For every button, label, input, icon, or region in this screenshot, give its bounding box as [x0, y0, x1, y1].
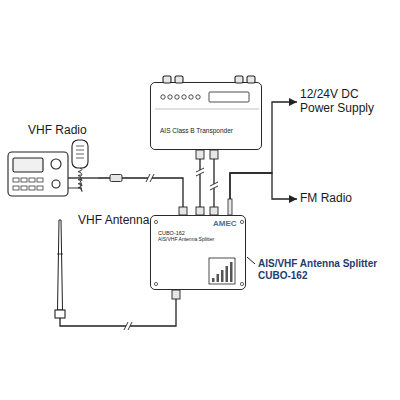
radio-button — [21, 186, 27, 190]
antenna-mount — [55, 310, 65, 318]
mounting-hole — [154, 220, 157, 223]
node-text: AMEC — [213, 219, 237, 228]
break-stroke — [210, 182, 218, 186]
fm-radio-target: FM Radio — [298, 190, 355, 208]
break-gap — [148, 174, 152, 182]
radio-button — [21, 178, 27, 182]
mounting-hole — [154, 282, 157, 285]
label-panel — [209, 258, 235, 284]
break-stroke — [196, 168, 204, 172]
vhf-radio: VHF Radio — [6, 124, 98, 206]
cable-break — [124, 322, 132, 330]
status-led — [189, 95, 193, 99]
power-supply-target: 12/24V DC Power Supply — [298, 86, 394, 118]
break-stroke — [210, 186, 218, 190]
radio-screen — [13, 158, 43, 172]
mounting-hole — [240, 282, 243, 285]
signal-bar — [212, 278, 215, 282]
node-text: VHF Antenna — [78, 214, 149, 228]
microphone-grill — [76, 150, 84, 151]
signal-bar — [230, 262, 233, 282]
radio-body — [8, 152, 68, 196]
antenna-lead — [59, 318, 60, 322]
radio-button — [37, 186, 43, 190]
top-connector — [247, 76, 255, 83]
break-stroke — [146, 174, 150, 182]
break-stroke — [150, 174, 154, 182]
break-stroke — [124, 322, 128, 330]
microphone-grill — [76, 158, 84, 159]
splitter-port — [179, 207, 187, 215]
signal-bar — [217, 274, 220, 282]
antenna-port — [172, 290, 180, 299]
status-led — [168, 95, 172, 99]
cable-break — [146, 174, 154, 182]
top-connector — [235, 76, 243, 83]
antenna-joint — [57, 254, 63, 255]
status-led — [196, 95, 200, 99]
node-text: VHF Radio — [28, 124, 87, 138]
transponder-box: AIS Class B Transponder — [150, 82, 262, 150]
cable-break — [210, 182, 218, 190]
break-gap — [196, 170, 204, 174]
node-text: 12/24V DC Power Supply — [300, 88, 392, 116]
microphone — [72, 140, 88, 168]
status-led — [182, 95, 186, 99]
cable-connector — [213, 150, 214, 215]
splitter-port — [196, 207, 204, 215]
cable-connector — [230, 173, 297, 215]
antenna-whip — [58, 220, 63, 310]
node-illustration — [151, 83, 263, 151]
top-connector — [175, 76, 183, 83]
splitter-port — [210, 207, 218, 215]
display-window — [209, 92, 249, 102]
radio-knob — [52, 180, 60, 188]
node-illustration — [40, 214, 148, 322]
microphone-grill — [76, 154, 84, 155]
power-lead-gland — [228, 199, 232, 215]
signal-bar — [226, 266, 229, 282]
radio-cable — [68, 177, 98, 178]
cable-connector — [199, 150, 200, 215]
radio-knob — [51, 159, 61, 169]
top-connector — [163, 76, 171, 83]
status-led — [175, 95, 179, 99]
callout-label: AIS/VHF Antenna Splitter CUBO-162 — [258, 258, 394, 281]
cable-connector — [98, 178, 183, 215]
node-text: AIS/VHF Antenna Splitter — [158, 237, 214, 243]
splitter-box: CUBO-162AIS/VHF Antenna Splitter AMEC — [150, 215, 246, 290]
cable-connector — [60, 290, 176, 326]
node-text: FM Radio — [300, 192, 352, 206]
vhf-antenna: VHF Antenna — [40, 214, 153, 322]
signal-bar — [221, 270, 224, 282]
coiled-cord — [68, 168, 82, 192]
mounting-hole — [240, 220, 243, 223]
node-text: CUBO-162 — [158, 230, 185, 236]
break-stroke — [196, 172, 204, 176]
transponder-port — [196, 150, 204, 159]
panel-line — [155, 109, 259, 110]
leader-line — [247, 257, 255, 264]
status-led — [161, 95, 165, 99]
radio-button — [29, 178, 35, 182]
radio-button — [13, 186, 19, 190]
cable-break — [196, 168, 204, 176]
transponder-port — [210, 150, 218, 159]
radio-button — [37, 178, 43, 182]
microphone-grill — [76, 146, 84, 147]
radio-button — [29, 186, 35, 190]
radio-button — [13, 178, 19, 182]
break-gap — [210, 184, 218, 188]
break-stroke — [128, 322, 132, 330]
node-text: AIS Class B Transponder — [160, 127, 233, 134]
break-gap — [126, 322, 130, 330]
cable-plug — [110, 175, 122, 182]
